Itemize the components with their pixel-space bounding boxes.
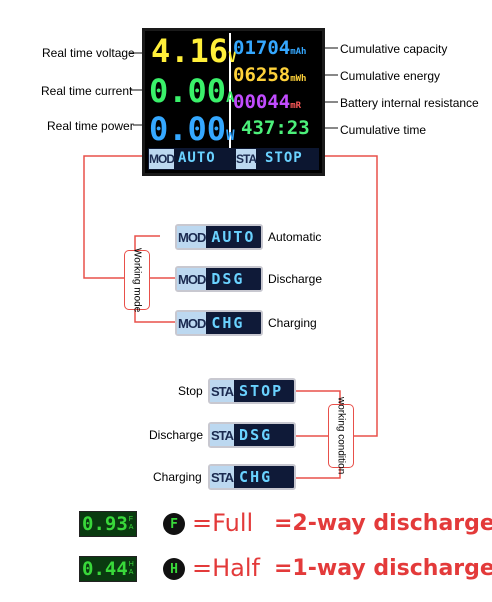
mode-tag: MOD	[177, 268, 206, 290]
power-readout: 0.00W	[149, 110, 235, 148]
half-symbol-icon: H	[163, 558, 185, 580]
time-readout: 437:23	[241, 117, 310, 139]
mode-pill-auto: MOD AUTO	[175, 224, 263, 250]
state-value: CHG	[239, 468, 273, 486]
state-pill-dsg: STA DSG	[208, 422, 296, 448]
mode-tag: MOD	[177, 312, 206, 334]
state-value: STOP	[239, 382, 284, 400]
screen-mod-value: AUTO	[178, 150, 216, 166]
mode-desc-automatic: Automatic	[268, 230, 322, 244]
label-realtime-power: Real time power	[47, 119, 134, 133]
mode-tag: MOD	[177, 226, 206, 248]
mode-pill-chg: MOD CHG	[175, 310, 263, 336]
energy-readout: 06258mWh	[233, 64, 307, 86]
state-pill-stop: STA STOP	[208, 378, 296, 404]
state-tag: STA	[210, 466, 234, 488]
working-mode-label: Working mode	[131, 247, 143, 313]
screen-sta-value: STOP	[265, 150, 303, 166]
state-pill-chg: STA CHG	[208, 464, 296, 490]
screen-divider	[229, 33, 231, 149]
lcd-screen: 4.16V 0.00A 0.00W 01704mAh 06258mWh 0004…	[142, 28, 325, 176]
mode-desc-discharge: Discharge	[268, 272, 323, 286]
label-realtime-voltage: Real time voltage	[42, 46, 135, 60]
full-symbol-icon: F	[163, 513, 185, 535]
working-condition-label: working condition	[335, 397, 347, 475]
capacity-readout: 01704mAh	[233, 37, 307, 59]
working-mode-box: Working mode	[124, 247, 150, 313]
half-meaning: =1-way discharge	[274, 556, 492, 581]
label-cumulative-time: Cumulative time	[340, 123, 427, 137]
screen-sta-tag: STA	[236, 149, 257, 169]
state-desc-stop: Stop	[178, 384, 203, 398]
label-cumulative-capacity: Cumulative capacity	[340, 42, 448, 56]
half-word: =Half	[192, 554, 260, 582]
mode-value: AUTO	[211, 228, 256, 246]
full-meaning: =2-way discharge	[274, 511, 492, 536]
working-condition-box: working condition	[328, 397, 354, 475]
mode-desc-charging: Charging	[268, 316, 317, 330]
current-readout: 0.00A	[149, 72, 235, 110]
screen-status-bar: MOD AUTO STA STOP	[148, 148, 319, 170]
mode-value: DSG	[211, 270, 245, 288]
label-realtime-current: Real time current	[41, 84, 133, 98]
state-tag: STA	[210, 380, 234, 402]
label-battery-internal-resistance: Battery internal resistance	[340, 96, 479, 110]
state-desc-discharge: Discharge	[149, 428, 204, 442]
full-reading: 0.93	[82, 513, 128, 535]
resistance-readout: 00044mR	[233, 91, 302, 113]
state-tag: STA	[210, 424, 234, 446]
mode-pill-dsg: MOD DSG	[175, 266, 263, 292]
mode-value: CHG	[211, 314, 245, 332]
screen-mod-tag: MOD	[149, 149, 175, 169]
label-cumulative-energy: Cumulative energy	[340, 69, 441, 83]
state-desc-charging: Charging	[153, 470, 202, 484]
half-reading: 0.44	[82, 558, 128, 580]
full-word: =Full	[192, 509, 254, 537]
state-value: DSG	[239, 426, 273, 444]
voltage-readout: 4.16V	[151, 32, 237, 70]
